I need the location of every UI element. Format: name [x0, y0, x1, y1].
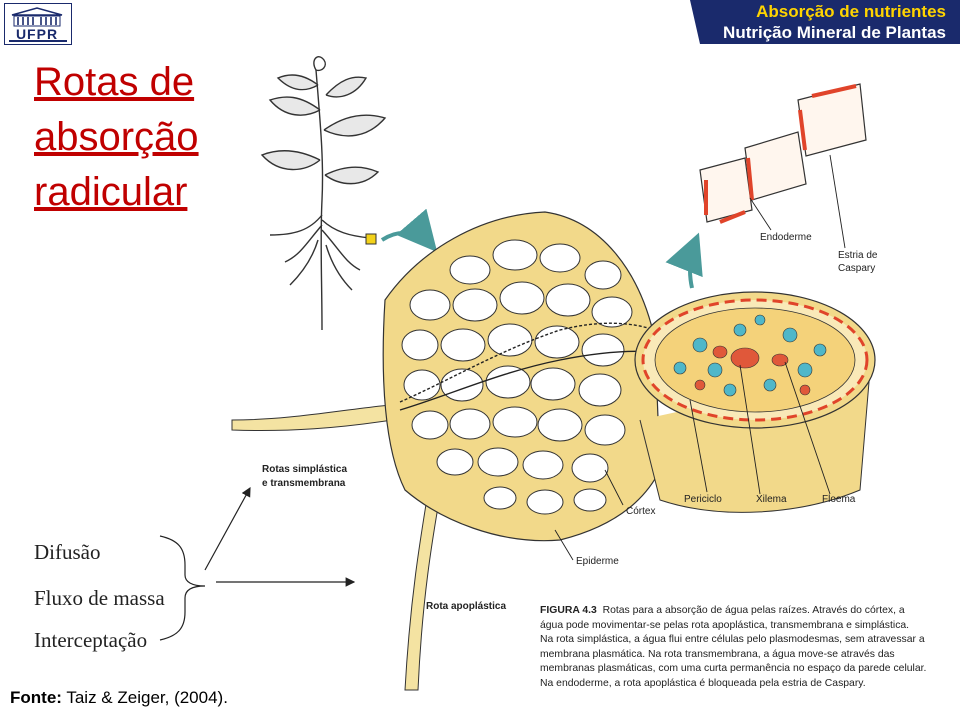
slide-title: Rotas de absorção radicular: [34, 55, 199, 220]
cortex-label: Córtex: [626, 506, 655, 517]
endodermis-label: Endoderme: [760, 232, 812, 243]
simplastic-label: Rotas simplástica e transmembrana: [262, 464, 347, 489]
cortex-tissue: [382, 211, 661, 542]
slide-title-line1: Rotas de: [34, 60, 195, 104]
source-text: Taiz & Zeiger, (2004).: [61, 688, 228, 707]
root-hair: [231, 404, 443, 691]
root-tip-highlight: [365, 233, 377, 245]
mechanism-brace: [159, 535, 206, 641]
apoplastic-label: Rota apoplástica: [426, 601, 506, 612]
figure-caption: FIGURA 4.3 Rotas para a absorção de água…: [540, 604, 940, 692]
figure-label: FIGURA 4.3: [540, 605, 597, 616]
casparian-label-line2: Caspary: [838, 263, 875, 274]
caption-line5: membranas plasmáticas, com uma curta per…: [540, 663, 927, 675]
mechanism-diffusion: Difusão: [34, 540, 101, 564]
header-title-line2: Nutrição Mineral de Plantas: [723, 23, 946, 42]
header-background: [690, 0, 960, 44]
header-title: Absorção de nutrientes Nutrição Mineral …: [723, 1, 946, 43]
ufpr-logo: UFPR: [4, 3, 72, 45]
pericycle-label: Periciclo: [684, 494, 722, 505]
building-icon: [11, 7, 63, 27]
source-label: Fonte:: [10, 688, 62, 707]
logo-text: UFPR: [15, 26, 59, 42]
header-bar: [0, 0, 960, 44]
caption-line3: Na rota simplástica, a água flui entre c…: [540, 634, 925, 646]
mechanism-interception: Interceptação: [34, 628, 148, 652]
header-title-line1: Absorção de nutrientes: [756, 2, 946, 21]
plant-illustration: [260, 56, 387, 331]
zoom-arrow-1: [380, 208, 438, 253]
caption-line6: Na endoderme, a rota apoplástica é bloqu…: [540, 677, 866, 689]
arrow-to-simplastic: [204, 486, 251, 571]
epidermis-label: Epiderme: [576, 556, 619, 567]
source-citation: Fonte: Taiz & Zeiger, (2004).: [10, 688, 228, 708]
xylem-label: Xilema: [756, 494, 787, 505]
simplastic-label-line2: e transmembrana: [262, 478, 346, 489]
phloem-label: Floema: [822, 494, 856, 505]
simplastic-label-line1: Rotas simplástica: [262, 464, 347, 475]
caption-line2: água pode movimentar-se pelas rota apopl…: [540, 619, 910, 631]
slide-title-line2: absorção: [34, 115, 199, 159]
slide-title-line3: radicular: [34, 170, 188, 214]
endodermis-cells: [699, 83, 867, 224]
logo-underline: [9, 40, 67, 42]
caption-line1: Rotas para a absorção de água pelas raíz…: [602, 605, 905, 616]
stele-cross-section: [634, 291, 876, 513]
caption-line4: membrana plasmática. Na rota transmembra…: [540, 648, 895, 660]
casparian-label-line1: Estria de: [838, 250, 878, 261]
zoom-arrow-2: [665, 232, 703, 289]
mechanism-mass-flow: Fluxo de massa: [34, 586, 165, 610]
